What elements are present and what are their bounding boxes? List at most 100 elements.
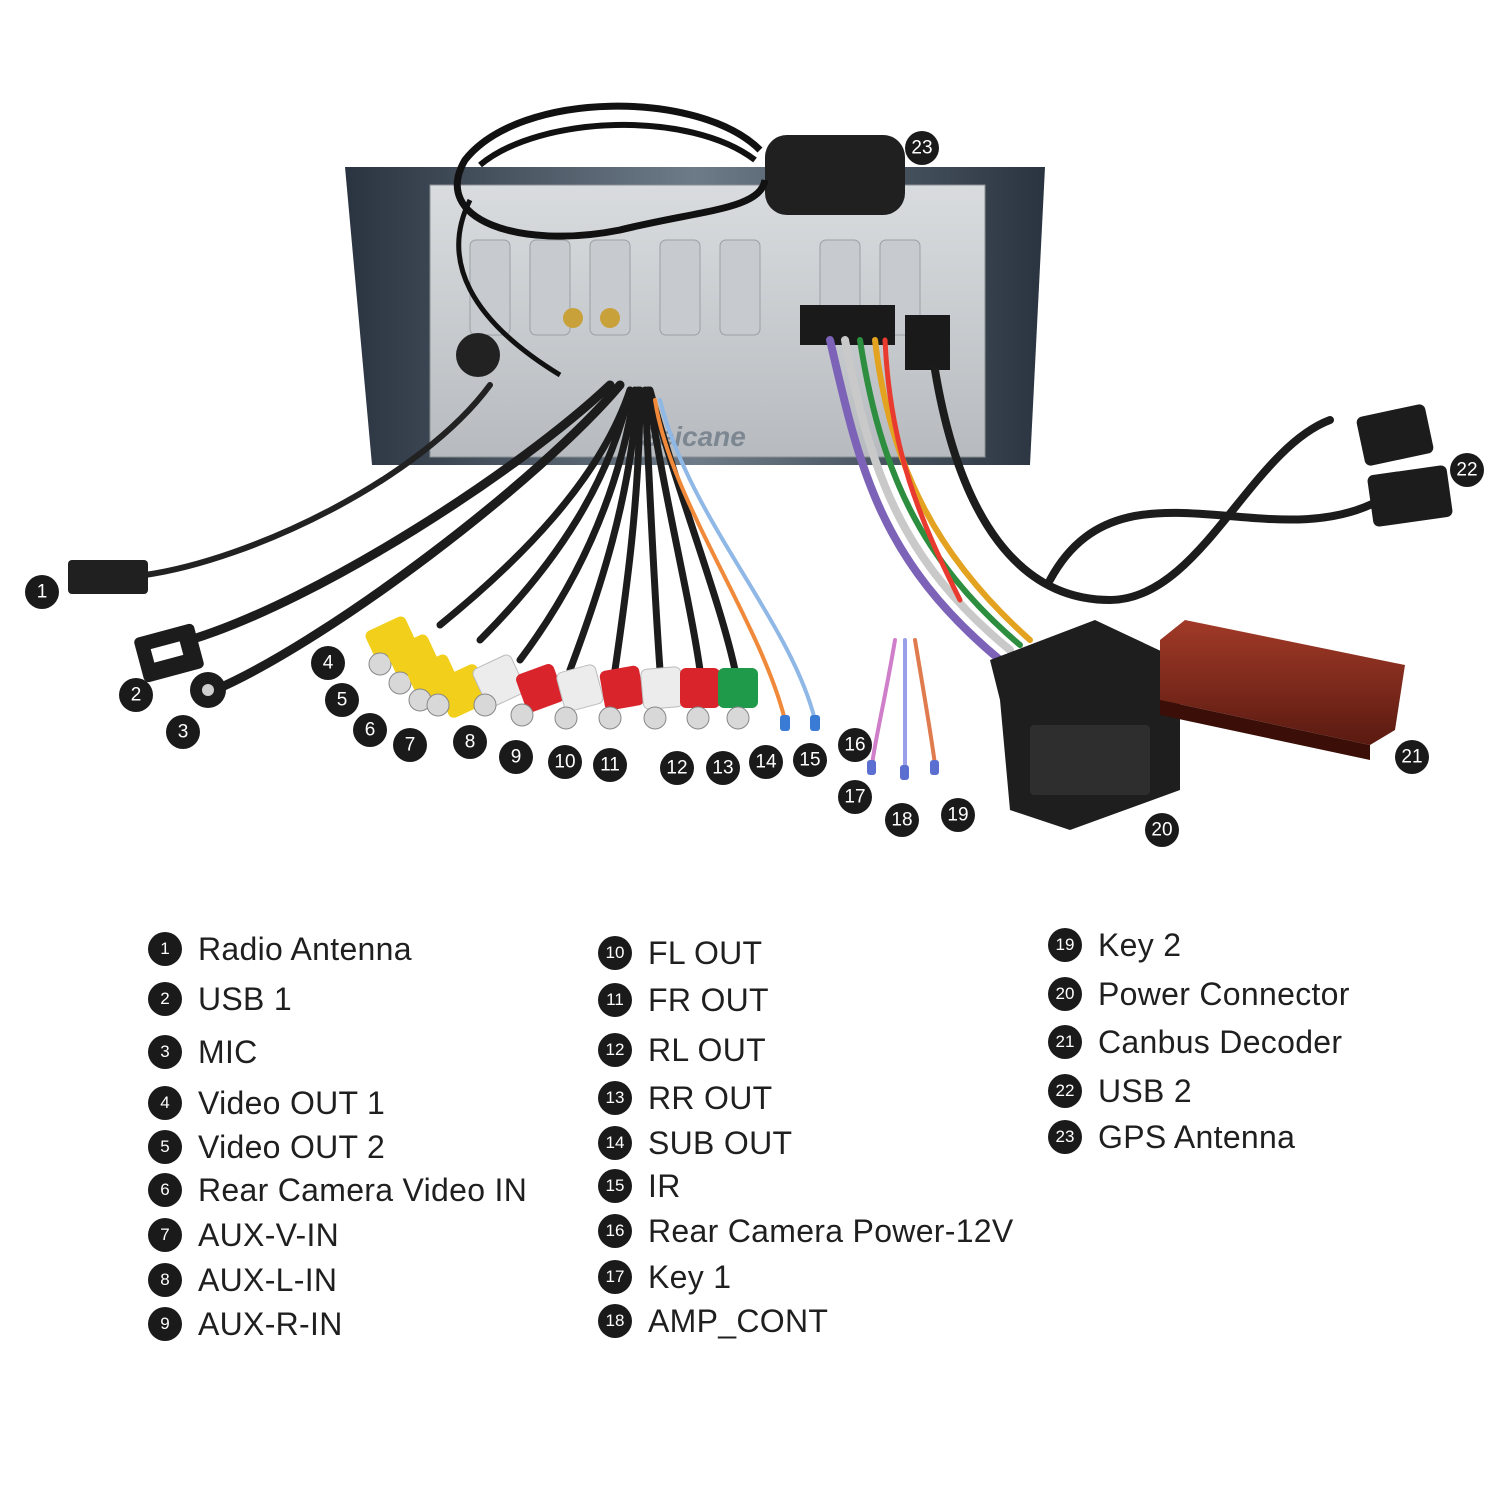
svg-text:23: 23 [911,138,932,159]
callout-8: 8 [453,725,487,759]
legend-label: Key 2 [1098,926,1182,963]
legend-label: FL OUT [648,934,763,971]
legend-label: AUX-R-IN [198,1305,343,1342]
legend-label: Rear Camera Video IN [198,1171,528,1208]
svg-text:5: 5 [337,690,348,711]
svg-text:7: 7 [405,735,416,756]
legend-label: Key 1 [648,1258,732,1295]
callout-6: 6 [353,713,387,747]
legend-item-20: 20 Power Connector [1048,974,1350,1014]
legend-label: USB 2 [1098,1072,1192,1109]
legend-item-15: 15 IR [598,1166,681,1206]
legend-number: 6 [148,1173,182,1207]
legend-label: IR [648,1167,681,1204]
svg-text:18: 18 [891,810,912,831]
legend-label: Rear Camera Power-12V [648,1212,1014,1249]
callout-15: 15 [793,743,827,777]
cable-bundle [142,336,1384,772]
callout-3: 3 [166,715,200,749]
legend-number: 17 [598,1260,632,1294]
svg-text:13: 13 [712,758,733,779]
svg-text:2: 2 [131,685,142,706]
callout-14: 14 [749,745,783,779]
legend-label: FR OUT [648,981,769,1018]
legend-item-7: 7 AUX-V-IN [148,1215,339,1255]
callout-17: 17 [838,780,872,814]
callout-12: 12 [660,751,694,785]
svg-text:16: 16 [844,735,865,756]
callout-9: 9 [499,740,533,774]
svg-text:1: 1 [37,582,48,603]
legend-label: Video OUT 2 [198,1128,386,1165]
rca-connectors [365,616,939,780]
callout-10: 10 [548,745,582,779]
callout-22: 22 [1450,453,1484,487]
callout-1: 1 [25,575,59,609]
callout-21: 21 [1395,740,1429,774]
svg-text:22: 22 [1456,460,1477,481]
legend-item-18: 18 AMP_CONT [598,1301,828,1341]
wiring-diagram: Seicane [25,102,1484,847]
legend-number: 20 [1048,977,1082,1011]
svg-text:21: 21 [1401,747,1422,768]
legend-label: Canbus Decoder [1098,1023,1343,1060]
svg-text:4: 4 [323,653,334,674]
svg-text:10: 10 [554,752,575,773]
svg-text:17: 17 [844,787,865,808]
legend-number: 10 [598,936,632,970]
legend-item-19: 19 Key 2 [1048,925,1181,965]
legend-number: 11 [598,983,632,1017]
legend-item-21: 21 Canbus Decoder [1048,1022,1342,1062]
legend-number: 21 [1048,1025,1082,1059]
callout-20: 20 [1145,813,1179,847]
legend-number: 7 [148,1218,182,1252]
legend-label: Radio Antenna [198,930,412,967]
legend-label: AUX-L-IN [198,1261,338,1298]
svg-text:11: 11 [600,755,620,776]
legend-number: 14 [598,1126,632,1160]
legend-number: 8 [148,1263,182,1297]
callout-5: 5 [325,683,359,717]
callout-4: 4 [311,646,345,680]
legend-number: 19 [1048,928,1082,962]
legend-item-11: 11 FR OUT [598,980,769,1020]
legend-label: Video OUT 1 [198,1084,386,1121]
legend-item-6: 6 Rear Camera Video IN [148,1170,527,1210]
legend-number: 5 [148,1130,182,1164]
usb2-plugs [1356,404,1453,527]
svg-text:14: 14 [755,752,777,773]
callout-16: 16 [838,728,872,762]
legend-item-22: 22 USB 2 [1048,1071,1192,1111]
legend-label: Power Connector [1098,975,1350,1012]
power-connector [990,620,1180,830]
svg-text:12: 12 [666,758,687,779]
legend-item-10: 10 FL OUT [598,933,762,973]
legend-number: 13 [598,1081,632,1115]
legend-label: USB 1 [198,980,292,1017]
callout-11: 11 [593,748,627,782]
legend-label: AUX-V-IN [198,1216,340,1253]
legend-number: 18 [598,1304,632,1338]
legend-number: 22 [1048,1074,1082,1108]
svg-text:19: 19 [947,805,968,826]
svg-text:6: 6 [365,720,376,741]
legend-label: AMP_CONT [648,1302,829,1339]
legend-number: 2 [148,982,182,1016]
legend-number: 1 [148,932,182,966]
legend-label: RL OUT [648,1031,766,1068]
legend-number: 4 [148,1086,182,1120]
svg-text:9: 9 [511,747,522,768]
legend-label: MIC [198,1033,258,1070]
legend-item-2: 2 USB 1 [148,979,292,1019]
legend-item-4: 4 Video OUT 1 [148,1083,385,1123]
gps-antenna [454,102,905,378]
callout-23: 23 [905,131,939,165]
canbus-decoder [1160,620,1405,760]
legend-number: 15 [598,1169,632,1203]
